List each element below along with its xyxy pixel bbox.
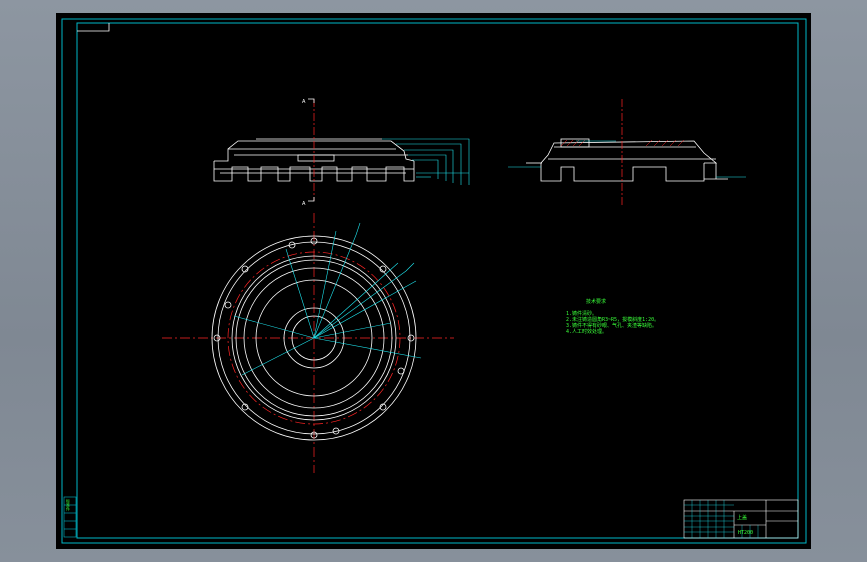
plan-dimension-leaders [233, 222, 422, 376]
inner-border [76, 22, 799, 539]
section-marker-bottom: A [302, 201, 306, 207]
title-block-name: 上盖 [737, 515, 748, 521]
front-dimensions [382, 138, 470, 185]
technical-requirement-item: 1.铸件清砂。 [566, 311, 598, 317]
side-stamp-label: 标准件 [66, 499, 71, 511]
plan-view [211, 235, 417, 441]
title-block-grid [684, 500, 759, 538]
technical-requirement-item: 3.铸件不得有砂眼、气孔、夹渣等缺陷。 [566, 323, 658, 329]
technical-requirement-item: 4.人工时效处理。 [566, 329, 608, 335]
technical-requirement-item: 2.未注铸造圆角R3~R5，拔模斜度1:20。 [566, 317, 660, 323]
side-dimensions [508, 140, 746, 178]
section-marker-top: A [302, 99, 306, 105]
bolt-holes [213, 237, 415, 439]
cad-drawing: A A [61, 18, 807, 544]
side-stamp [63, 496, 77, 538]
technical-requirements: 技术要求 1.铸件清砂。 2.未注铸造圆角R3~R5，拔模斜度1:20。 3.铸… [566, 299, 659, 335]
drawing-code-box [77, 23, 110, 32]
title-block-material: HT200 [738, 530, 754, 536]
technical-requirements-title: 技术要求 [586, 299, 607, 305]
side-view [526, 138, 728, 182]
title-block [683, 499, 799, 539]
section-markers: A A [302, 98, 315, 207]
outer-border [61, 18, 807, 544]
drawing-canvas[interactable]: A A [56, 13, 811, 549]
